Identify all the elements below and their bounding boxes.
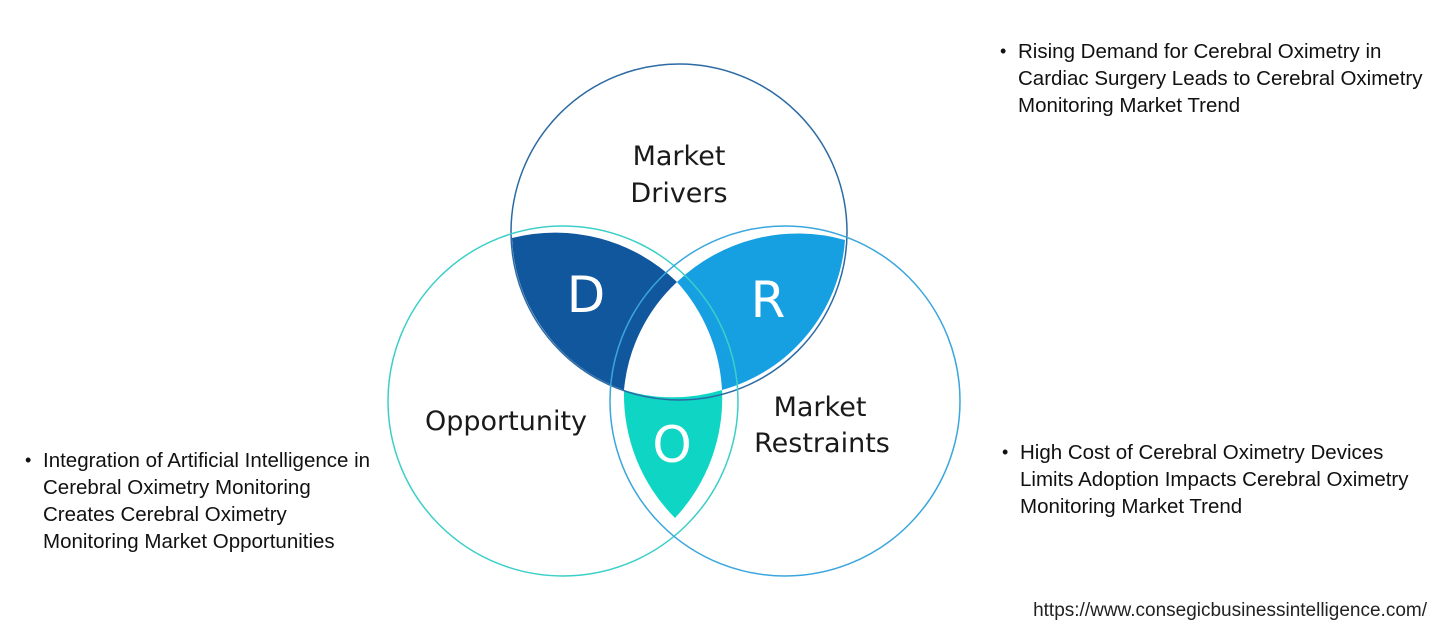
restraints-label-line1: Market (774, 392, 867, 423)
restraints-notes: High Cost of Cerebral Oximetry Devices L… (1002, 439, 1432, 520)
market-drivers-circle (510, 63, 848, 401)
market-restraints-circle (609, 225, 961, 577)
o-letter: O (652, 416, 691, 474)
r-letter: R (751, 271, 786, 329)
drivers-label-line1: Market (633, 141, 726, 172)
opportunity-label: Opportunity (425, 406, 587, 437)
drivers-restraints-overlap (677, 233, 845, 390)
restraints-label-line2: Restraints (754, 428, 890, 459)
drivers-label-line2: Drivers (630, 178, 727, 209)
drivers-opportunity-overlap (512, 232, 677, 390)
drivers-notes: Rising Demand for Cerebral Oximetry in C… (1000, 38, 1430, 119)
source-url: https://www.consegicbusinessintelligence… (1033, 600, 1427, 621)
opportunity-restraints-overlap (623, 390, 723, 518)
drivers-note-item: Rising Demand for Cerebral Oximetry in C… (1000, 38, 1430, 119)
opportunity-note-item: Integration of Artificial Intelligence i… (25, 447, 375, 555)
opportunity-notes: Integration of Artificial Intelligence i… (25, 447, 375, 555)
d-letter: D (567, 266, 606, 324)
opportunity-circle (387, 225, 739, 577)
restraints-note-item: High Cost of Cerebral Oximetry Devices L… (1002, 439, 1432, 520)
